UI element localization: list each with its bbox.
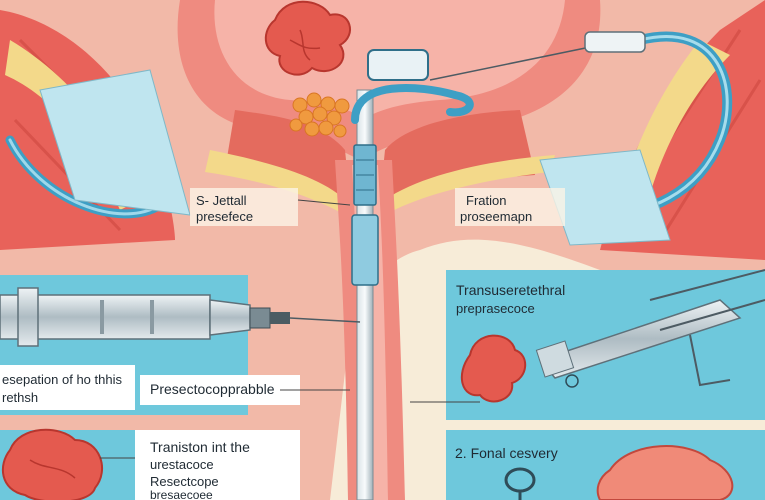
label-mid-right-2: preprasecoce bbox=[456, 301, 535, 316]
label-low-left-1: Traniston int the bbox=[150, 439, 250, 455]
prostate-left-lobe bbox=[225, 110, 350, 200]
resectoscope-detail bbox=[535, 269, 765, 388]
label-box-right bbox=[455, 188, 565, 226]
label-upper-right-2: proseemapn bbox=[460, 209, 533, 224]
label-upper-left-2: presefece bbox=[196, 209, 254, 224]
electrode-wire bbox=[429, 44, 601, 81]
label-mid-left-1: esepation of ho thhis bbox=[2, 372, 122, 387]
label-mid-center: Presectocopprabble bbox=[150, 381, 275, 397]
label-mid-left-2: rethsh bbox=[2, 390, 39, 405]
prostate-fat-right bbox=[385, 155, 555, 215]
tissue-chip-low-right bbox=[596, 445, 734, 500]
label-mid-right-1: Transuseretethral bbox=[456, 282, 566, 298]
syringe-instrument bbox=[0, 287, 361, 347]
electrode-handle bbox=[584, 31, 646, 53]
tissue-chip-right bbox=[460, 334, 527, 403]
resectoscope-tip bbox=[367, 49, 429, 81]
resectoscope-sheath bbox=[351, 214, 379, 286]
grasper-loop bbox=[504, 467, 536, 500]
label-upper-left-1: S- Jettall bbox=[196, 193, 247, 208]
label-upper-right-1: Fration bbox=[466, 193, 507, 208]
strip-mid-left bbox=[0, 365, 135, 410]
resected-tissue-chip bbox=[264, 0, 351, 76]
label-low-left-3: Resectcope bbox=[150, 474, 219, 489]
tissue-chip-low-left bbox=[2, 428, 104, 500]
blue-cable-top bbox=[351, 83, 474, 124]
label-low-left-2: urestacoce bbox=[150, 457, 214, 472]
strip-mid-center bbox=[140, 375, 300, 405]
blue-cable-left-hi bbox=[8, 138, 162, 216]
leader-left bbox=[297, 199, 351, 206]
label-box-left bbox=[190, 188, 298, 226]
label-low-right: 2. Fonal cesvery bbox=[455, 445, 558, 461]
strip-low-center bbox=[135, 430, 300, 500]
label-low-left-4: bresaecoee bbox=[150, 488, 213, 500]
adenoma-cluster bbox=[289, 92, 350, 138]
prostate-fat-left bbox=[205, 150, 345, 215]
